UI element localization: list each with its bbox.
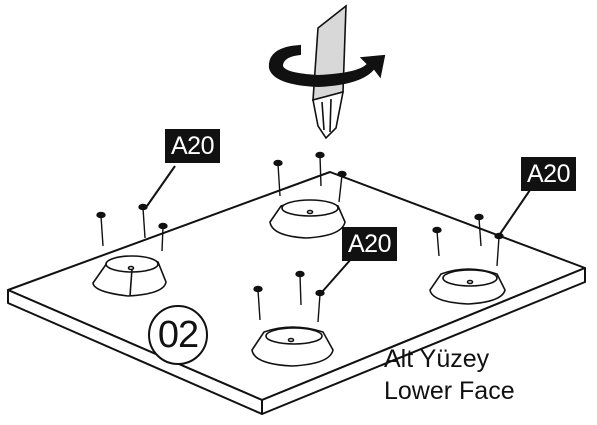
screw-top-3: [337, 170, 347, 203]
screw-top-1: [273, 159, 283, 197]
screwdriver-icon: [312, 4, 347, 140]
foot-right: [429, 268, 506, 305]
screw-bottom-1: [253, 285, 263, 321]
foot-bottom: [251, 326, 334, 367]
screw-right-1: [432, 226, 442, 257]
part-label-a20-right: A20: [521, 157, 576, 191]
screw-bottom-2: [295, 270, 305, 306]
screw-right-2: [474, 213, 484, 247]
screw-top-2: [315, 151, 325, 187]
foot-left: [92, 255, 167, 297]
screw-right-3: [494, 232, 504, 267]
foot-top: [269, 199, 346, 239]
screw-left-1: [96, 211, 106, 247]
step-number: 02: [148, 305, 208, 365]
part-label-a20-center: A20: [342, 227, 397, 261]
leader-top: [321, 257, 353, 293]
face-label-turkish: Alt Yüzey: [384, 345, 490, 373]
screw-left-3: [158, 222, 168, 252]
leader-right: [499, 189, 531, 235]
leader-left: [146, 165, 176, 207]
screw-left-2: [138, 203, 148, 239]
face-label-english: Lower Face: [384, 377, 515, 405]
rotate-arrow-icon: [268, 44, 386, 88]
part-label-a20-left: A20: [165, 129, 220, 163]
